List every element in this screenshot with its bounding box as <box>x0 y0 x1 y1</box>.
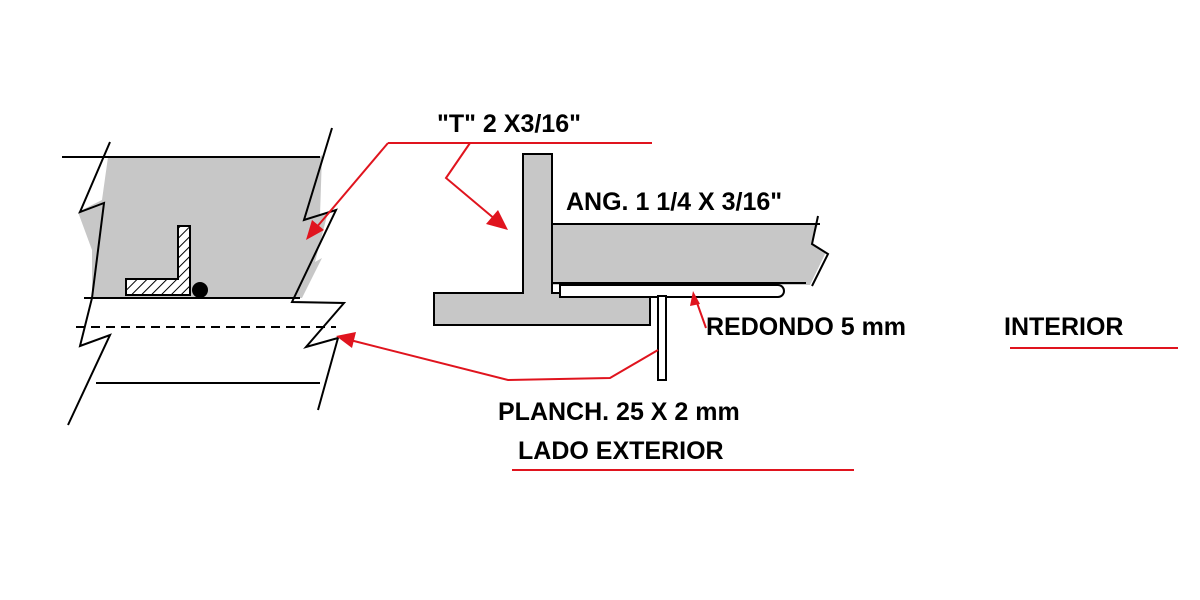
right-detail <box>433 153 830 381</box>
round-bar-label: REDONDO 5 mm <box>706 313 906 341</box>
right-break-line <box>290 127 347 411</box>
plate-section <box>657 295 667 381</box>
left-detail <box>62 127 347 426</box>
t-leader-left <box>315 142 389 229</box>
t-leader-right <box>444 142 497 221</box>
angle-profile-label: ANG. 1 1/4 X 3/16" <box>566 188 782 216</box>
plate-arrow-left <box>336 332 356 348</box>
hatched-angle-section <box>125 225 191 296</box>
t-arrow-right <box>486 210 508 230</box>
round-bar-section <box>559 284 785 298</box>
round-bar-arrow <box>690 291 700 306</box>
angle-break-line <box>810 215 830 287</box>
plate-label: PLANCH. 25 X 2 mm <box>498 398 740 426</box>
left-gray-section <box>62 155 328 298</box>
leader-lines <box>306 142 1178 471</box>
t-profile-section <box>433 153 651 326</box>
angle-gray-band <box>552 224 826 285</box>
exterior-side-label: LADO EXTERIOR <box>518 437 724 465</box>
plate-leader <box>349 339 659 382</box>
t-profile-label: "T" 2 X3/16" <box>437 110 581 138</box>
t-arrow-left <box>306 220 324 240</box>
interior-label: INTERIOR <box>1004 313 1123 341</box>
round-bar-dot <box>192 282 208 298</box>
round-bar-leader <box>695 299 707 329</box>
